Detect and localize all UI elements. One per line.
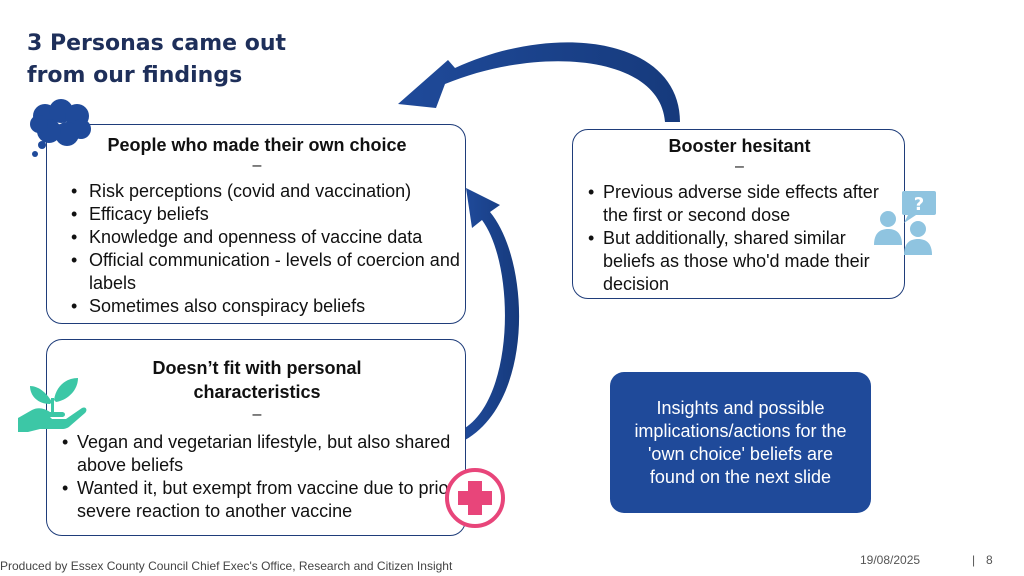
title-line-2: from our findings [27,63,243,88]
insight-text: Insights and possible implications/actio… [634,397,847,487]
persona-dash: – [252,406,262,423]
persona-title: Booster hesitant [668,136,811,156]
persona-bullet-list: Vegan and vegetarian lifestyle, but also… [61,431,461,523]
plant-in-hand-icon [18,378,87,432]
list-item: Previous adverse side effects after the … [587,181,902,227]
persona-title: People who made their own choice [107,135,407,155]
insight-callout: Insights and possible implications/actio… [610,372,871,513]
persona-title: Doesn’t fit with personal characteristic… [152,358,362,402]
thought-cloud-icon [30,99,91,157]
arrow-personal-to-own-choice [465,188,520,440]
persona-dash: – [735,158,744,175]
footer-date: 19/08/2025 [860,553,921,567]
people-question-icon: ? [874,191,936,255]
footer-separator: | [972,553,976,567]
persona-dash: – [252,157,262,174]
medical-cross-icon [445,468,505,528]
list-item: But additionally, shared similar beliefs… [587,227,902,296]
list-item: Vegan and vegetarian lifestyle, but also… [61,431,461,477]
list-item: Efficacy beliefs [65,203,460,226]
persona-card-booster-hesitant: Booster hesitant – Previous adverse side… [572,129,905,299]
svg-text:?: ? [914,194,924,215]
title-line-1: 3 Personas came out [27,31,287,56]
persona-card-own-choice: People who made their own choice – Risk … [46,124,466,324]
footer-credit: Produced by Essex County Council Chief E… [0,559,453,573]
page-number: 8 [986,553,993,567]
slide-title: 3 Personas came out from our findings [27,28,327,92]
list-item: Sometimes also conspiracy beliefs [65,295,460,318]
list-item: Official communication - levels of coerc… [65,249,460,295]
list-item: Risk perceptions (covid and vaccination) [65,180,460,203]
persona-card-personal-characteristics: Doesn’t fit with personal characteristic… [46,339,466,536]
arrow-booster-to-own-choice [398,42,680,122]
persona-bullet-list: Risk perceptions (covid and vaccination)… [65,180,460,318]
persona-bullet-list: Previous adverse side effects after the … [587,181,902,296]
list-item: Wanted it, but exempt from vaccine due t… [61,477,461,523]
list-item: Knowledge and openness of vaccine data [65,226,460,249]
